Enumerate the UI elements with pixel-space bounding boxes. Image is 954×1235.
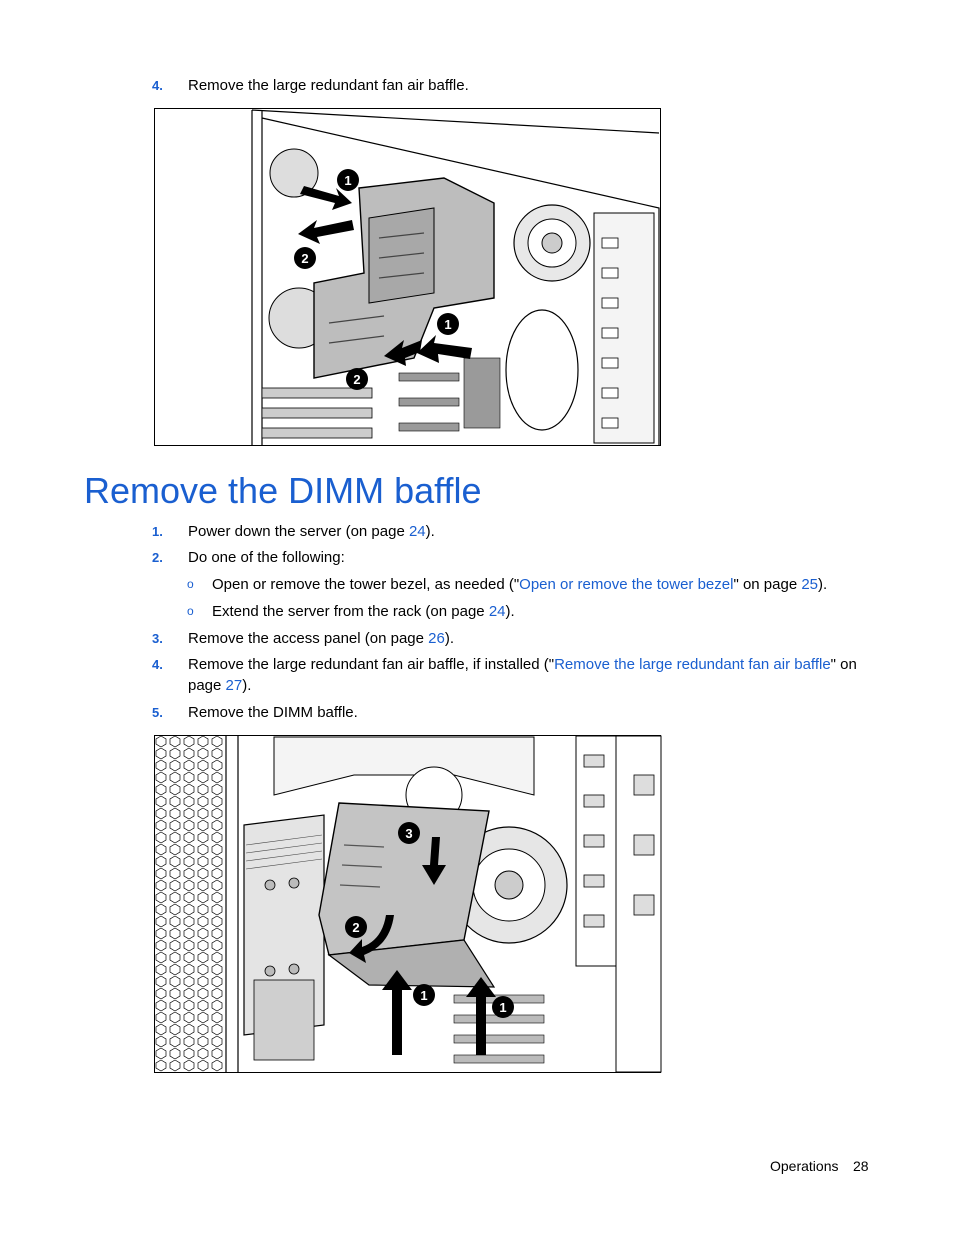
section-heading: Remove the DIMM baffle [84,470,482,511]
step-text-part: ). [242,677,252,694]
substep-text: Open or remove the tower bezel, as neede… [212,574,827,595]
figure-dimm-baffle: 3 2 1 1 [154,735,662,1074]
step-text-part: ). [425,523,435,540]
step-text-part: page [188,677,226,694]
substep-text: Extend the server from the rack (on page… [212,601,515,622]
step-text-part: ). [505,603,515,620]
page-link[interactable]: 25 [801,576,819,593]
step-text-part: Extend the server from the rack (on page [212,603,489,620]
step-text-part: Open or remove the tower bezel, as neede… [212,576,520,593]
step-text: Power down the server (on page 24). [188,521,435,542]
step-number: 4. [152,78,163,93]
callout-1a: 1 [420,988,427,1003]
step-text: Remove the DIMM baffle. [188,704,358,721]
step-text: Remove the access panel (on page 26). [188,628,454,649]
step-text-part: ). [444,630,455,647]
callout-1b: 1 [444,317,451,332]
callout-1a: 1 [344,173,351,188]
step-number: 2. [152,550,163,565]
callout-2b: 2 [353,372,360,387]
step-text-part: " on [830,656,857,673]
callout-1b: 1 [499,1000,506,1015]
step-number: 3. [152,631,163,646]
step-text-part: " on page [733,576,802,593]
bezel-link[interactable]: Open or remove the tower bezel [519,576,734,593]
step-text: Remove the large redundant fan air baffl… [188,77,469,94]
step-text-part: Remove the large redundant fan air baffl… [188,656,555,673]
fig1-callouts: 1 2 1 2 [294,169,459,390]
dimm-baffle-illustration: 3 2 1 1 [154,735,662,1073]
fan-baffle-illustration: 1 2 1 2 [154,107,661,446]
step-number: 5. [152,705,163,720]
step-text-part: Power down the server (on page [188,523,409,540]
figure-fan-air-baffle: 1 2 1 2 [154,107,662,446]
page-link[interactable]: 24 [408,523,426,540]
step-text-line2: page 27). [188,675,251,696]
step-text-part: Remove the access panel (on page [188,630,429,647]
step-text: Do one of the following: [188,549,345,566]
page-link[interactable]: 27 [225,677,243,694]
bullet: o [187,577,194,591]
page-number: 28 [853,1158,869,1174]
step-text-part: ). [818,576,828,593]
fan-baffle-link[interactable]: Remove the large redundant fan air baffl… [554,656,831,673]
callout-3: 3 [405,826,412,841]
page-link[interactable]: 26 [428,630,445,647]
step-number: 1. [152,524,163,539]
step-text: Remove the large redundant fan air baffl… [188,654,857,675]
fig2-callouts: 3 2 1 1 [345,822,514,1018]
callout-2: 2 [352,920,359,935]
bullet: o [187,604,194,618]
footer-section: Operations [770,1158,839,1174]
page-link[interactable]: 24 [488,603,506,620]
step-number: 4. [152,657,163,672]
callout-2a: 2 [301,251,308,266]
